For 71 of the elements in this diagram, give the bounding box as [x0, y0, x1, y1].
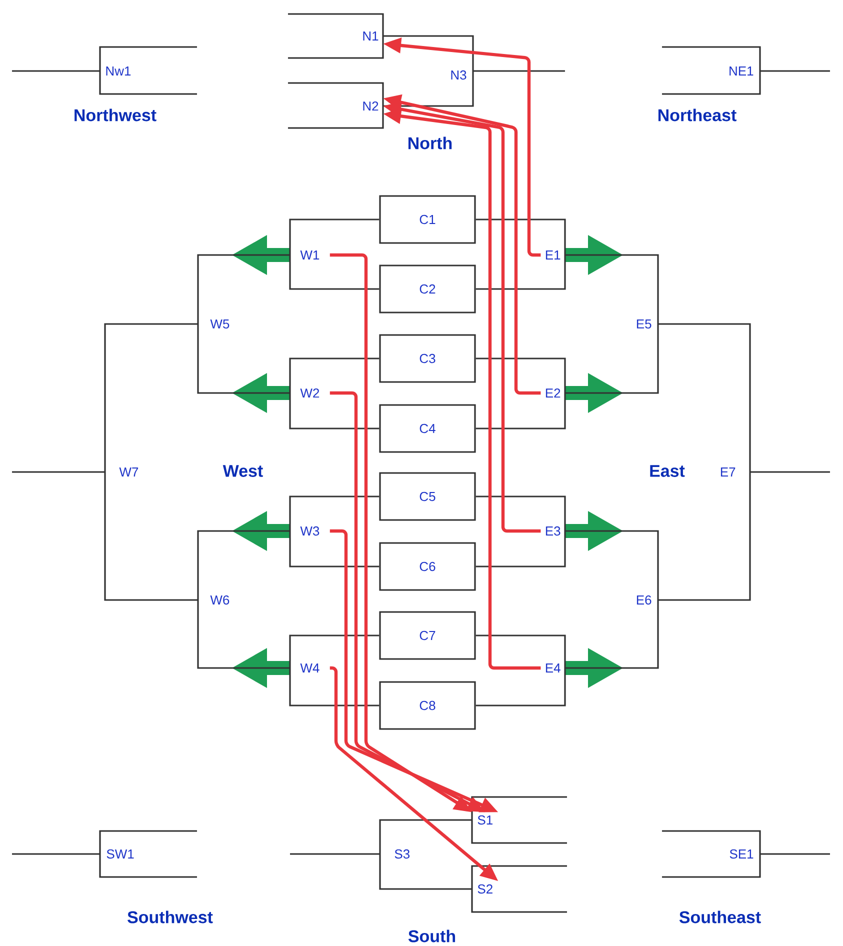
- slot-label: W6: [210, 595, 230, 605]
- slot-label: N3: [451, 70, 466, 80]
- match-box: C8: [379, 681, 476, 730]
- bracket-line: [197, 254, 290, 324]
- region-label: West: [222, 465, 263, 477]
- match-box: C7: [379, 611, 476, 660]
- bracket-line: [476, 531, 566, 568]
- region-label: Northwest: [74, 108, 156, 122]
- bracket-line: [289, 634, 380, 668]
- bracket-line: [476, 668, 566, 706]
- match-box: C6: [379, 542, 476, 591]
- slot-label: W1: [300, 250, 320, 260]
- slot-label: E5: [636, 319, 652, 329]
- bracket-line: [289, 218, 380, 255]
- bracket-line: [565, 254, 659, 324]
- region-label: South: [408, 930, 456, 942]
- slot-label: W4: [300, 664, 320, 672]
- bracket-line: [476, 255, 566, 290]
- slot-label: E2: [546, 388, 560, 398]
- bracket-slot: N1: [288, 13, 384, 59]
- bracket-line: [289, 531, 380, 568]
- slot-label: E6: [636, 595, 652, 605]
- bracket-slot: SW1: [99, 830, 197, 878]
- bracket-slot: NE1: [662, 46, 761, 95]
- match-box: C5: [379, 472, 476, 521]
- bracket-line: [476, 393, 566, 430]
- bracket-line: [289, 496, 380, 531]
- region-label: Southwest: [128, 910, 213, 924]
- match-box: C4: [379, 404, 476, 453]
- bracket-line: [476, 634, 566, 668]
- bracket-line: [476, 496, 566, 531]
- bracket-line: [197, 530, 290, 600]
- region-label: East: [650, 465, 685, 477]
- slot-label: W2: [300, 388, 320, 398]
- bracket-line: [658, 472, 751, 601]
- bracket-line: [476, 218, 566, 255]
- bracket-line: [104, 323, 198, 472]
- region-label: Southeast: [679, 910, 761, 924]
- bracket-line: [379, 819, 472, 854]
- slot-label: E3: [546, 526, 560, 536]
- bracket-line: [289, 393, 380, 430]
- match-box: C2: [379, 264, 476, 314]
- region-label: North: [408, 136, 452, 150]
- bracket-line: [197, 324, 290, 394]
- slot-label: W3: [300, 526, 320, 536]
- slot-label: E4: [546, 664, 560, 672]
- bracket-line: [289, 668, 380, 706]
- bracket-slot: SE1: [662, 830, 761, 878]
- slot-label: W7: [119, 468, 138, 476]
- bracket-slot: Nw1: [99, 46, 197, 95]
- bracket-line: [658, 323, 751, 472]
- bracket-line: [383, 75, 474, 107]
- bracket-line: [565, 324, 659, 394]
- bracket-line: [289, 358, 380, 393]
- bracket-line: [289, 255, 380, 290]
- match-box: C3: [379, 334, 476, 383]
- slot-label: S3: [394, 849, 410, 859]
- slot-label: E1: [546, 250, 560, 260]
- bracket-line: [383, 35, 474, 75]
- bracket-line: [379, 854, 472, 890]
- bracket-slot: S1: [471, 796, 567, 844]
- bracket-line: [104, 472, 198, 601]
- bracket-slot: N2: [288, 82, 384, 129]
- bracket-line: [476, 358, 566, 393]
- bracket-slot: S2: [471, 865, 567, 913]
- slot-label: E7: [720, 468, 736, 476]
- slot-label: W5: [210, 319, 230, 329]
- bracket-line: [197, 600, 290, 669]
- bracket-line: [565, 600, 659, 669]
- bracket-line: [565, 530, 659, 600]
- match-box: C1: [379, 195, 476, 244]
